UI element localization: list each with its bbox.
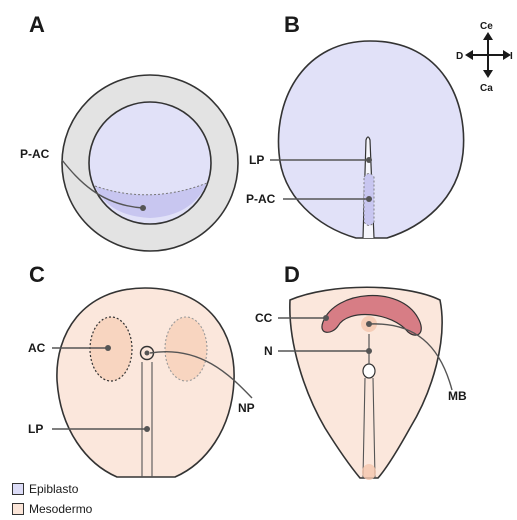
cc-dot	[323, 315, 329, 321]
panel-letter-d: D	[284, 262, 300, 287]
mesoderm-shield	[290, 287, 442, 478]
np-dot	[145, 351, 150, 356]
panel-letter-b: B	[284, 12, 300, 37]
mesoderm-swatch	[12, 503, 24, 515]
p-ac-label-a: P-AC	[20, 147, 50, 161]
ac-region-left	[90, 317, 132, 381]
arrow-left-icon	[465, 50, 473, 60]
compass-down-label: Ca	[480, 83, 493, 94]
np-label: NP	[238, 401, 255, 415]
lp-label-c: LP	[28, 422, 43, 436]
arrow-down-icon	[483, 70, 493, 78]
node-d	[363, 364, 375, 378]
arrow-up-icon	[483, 32, 493, 40]
compass-right-label: I	[510, 51, 513, 62]
ac-region-right	[165, 317, 207, 381]
panel-b: B LP P-AC	[246, 12, 464, 238]
posterior-glow	[362, 464, 376, 480]
p-ac-dot-b	[366, 196, 372, 202]
legend-label-epiblast: Epiblasto	[29, 482, 78, 496]
p-ac-label-b: P-AC	[246, 192, 276, 206]
cc-label: CC	[255, 311, 273, 325]
ac-label-c: AC	[28, 341, 46, 355]
compass-up-label: Ce	[480, 21, 493, 32]
epiblast-swatch	[12, 483, 24, 495]
lp-label-b: LP	[249, 153, 264, 167]
lp-dot-b	[366, 157, 372, 163]
n-dot	[366, 348, 372, 354]
mesoderm-egg	[57, 288, 234, 477]
legend-label-mesoderm: Mesodermo	[29, 502, 92, 516]
n-label: N	[264, 344, 273, 358]
ac-dot-c	[105, 345, 111, 351]
panel-c: C AC LP NP	[28, 262, 255, 477]
p-ac-dot-a	[140, 205, 146, 211]
legend-item-epiblast: Epiblasto	[12, 482, 78, 496]
mb-label: MB	[448, 389, 467, 403]
lp-dot-c	[144, 426, 150, 432]
panel-letter-a: A	[29, 12, 45, 37]
compass-left-label: D	[456, 51, 463, 62]
panel-d: D CC N MB	[255, 262, 467, 480]
legend-item-mesoderm: Mesodermo	[12, 502, 92, 516]
orientation-compass: Ce Ca D I	[456, 21, 513, 94]
panel-a: A P-AC	[20, 12, 238, 251]
mb-dot	[366, 321, 372, 327]
panel-letter-c: C	[29, 262, 45, 287]
